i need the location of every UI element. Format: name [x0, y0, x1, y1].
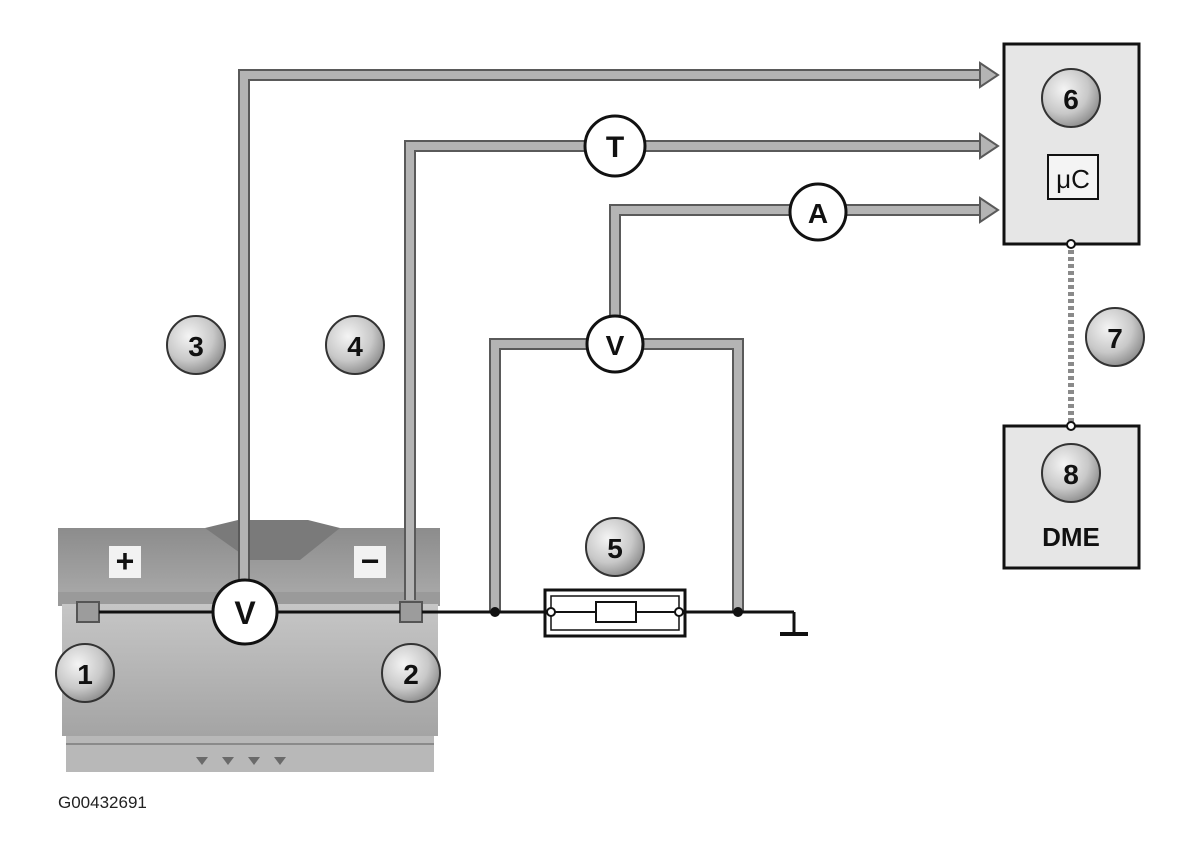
- callout-7-label: 7: [1107, 323, 1123, 354]
- callout-3-label: 3: [188, 331, 204, 362]
- battery: + −: [58, 520, 440, 772]
- callout-3: 3: [166, 315, 226, 375]
- callout-2: 2: [381, 643, 441, 703]
- signal-line-temperature: [406, 142, 985, 600]
- callout-4: 4: [325, 315, 385, 375]
- shunt-contact-left: [546, 607, 556, 617]
- temperature-meter: [583, 114, 647, 178]
- callout-8-label: 8: [1063, 459, 1079, 490]
- shunt-resistor: [543, 588, 687, 638]
- wires: [99, 610, 808, 636]
- figure-id: G00432691: [58, 793, 147, 812]
- callout-7: 7: [1085, 307, 1145, 367]
- callout-4-label: 4: [347, 331, 363, 362]
- callout-1-label: 1: [77, 659, 93, 690]
- signal-line-current: [611, 206, 985, 322]
- signal-line-battery-voltage: [240, 71, 985, 590]
- control-unit-bus-port: [1066, 239, 1076, 249]
- callout-1: 1: [55, 643, 115, 703]
- minus-symbol-box: [354, 546, 386, 578]
- meters: V V T A: [211, 114, 848, 646]
- battery-voltage-meter: [211, 578, 279, 646]
- callout-5: 5: [585, 517, 645, 577]
- current-meter-label: A: [808, 198, 828, 229]
- minus-symbol: −: [361, 543, 380, 579]
- dme-label: DME: [1042, 522, 1100, 552]
- arrow-current: [979, 196, 1000, 224]
- shunt-voltage-meter: [585, 314, 645, 374]
- callout-8: 8: [1041, 443, 1101, 503]
- current-meter: [788, 182, 848, 242]
- microcontroller-label: μC: [1056, 164, 1090, 194]
- plus-symbol-box: [109, 546, 141, 578]
- plus-symbol: +: [116, 543, 135, 579]
- arrow-temperature: [979, 132, 1000, 160]
- callouts: 1 2 3 4 5 6 7 8: [55, 68, 1145, 703]
- battery-vents: [196, 757, 286, 765]
- callout-5-label: 5: [607, 533, 623, 564]
- signal-arrows: [979, 61, 1000, 224]
- temperature-meter-label: T: [606, 131, 624, 164]
- battery-base: [66, 736, 434, 772]
- battery-voltage-meter-label: V: [234, 595, 256, 631]
- dme-bus-port: [1066, 421, 1076, 431]
- control-unit: μC: [1002, 42, 1141, 249]
- resistor-element: [595, 601, 637, 623]
- negative-terminal: [399, 601, 423, 623]
- positive-terminal: [76, 601, 100, 623]
- callout-6-label: 6: [1063, 84, 1079, 115]
- shunt-contact-right: [674, 607, 684, 617]
- wire-junctions: [490, 607, 743, 617]
- callout-6: 6: [1041, 68, 1101, 128]
- shunt-voltage-meter-label: V: [606, 330, 625, 361]
- callout-2-label: 2: [403, 659, 419, 690]
- arrow-battery-voltage: [979, 61, 1000, 89]
- microcontroller-chip: [1047, 154, 1099, 200]
